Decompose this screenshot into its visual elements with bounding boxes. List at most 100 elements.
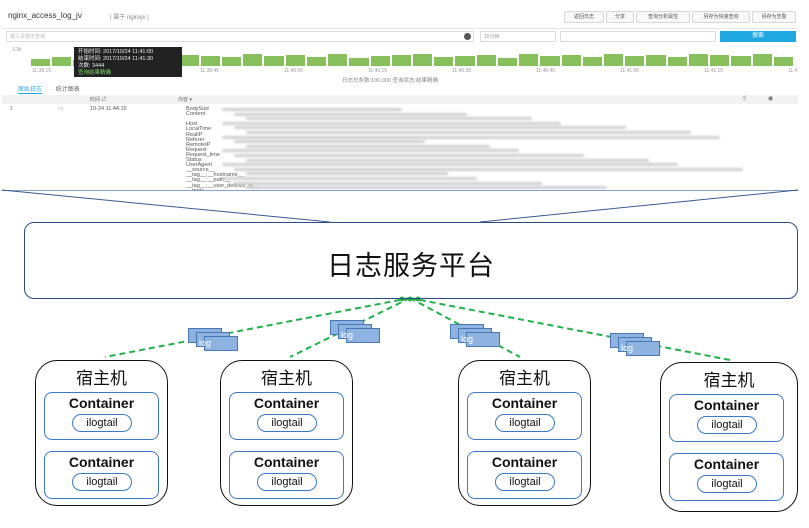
histogram-bar[interactable] <box>625 56 645 66</box>
histogram-tooltip: 开始时间: 2017/10/24 11:41:00 结束时间: 2017/10/… <box>74 47 182 77</box>
histogram-bar[interactable] <box>434 57 454 66</box>
log-packet-icon: log <box>188 328 238 354</box>
field-name: __source__ <box>186 167 215 174</box>
histogram-bar[interactable] <box>561 55 581 66</box>
histogram-bar[interactable] <box>667 57 687 66</box>
platform-title: 日志服务平台 <box>327 251 495 281</box>
ilogtail-agent: ilogtail <box>257 414 317 432</box>
histogram-bar[interactable] <box>222 57 242 66</box>
container-label: Container <box>253 454 320 470</box>
histogram-bar[interactable] <box>455 56 475 66</box>
histogram-bar[interactable] <box>731 56 751 66</box>
histogram-bar[interactable] <box>200 56 220 66</box>
tooltip-start: 开始时间: 2017/10/24 11:41:00 <box>78 49 154 55</box>
log-label: log <box>340 330 353 340</box>
container-label: Container <box>693 397 760 413</box>
search-input[interactable]: 输入关键字查询 <box>6 31 474 42</box>
redacted-value <box>234 154 584 157</box>
log-packet-icon: log <box>610 333 660 359</box>
container-label: Container <box>491 395 558 411</box>
host-title: 宿主机 <box>703 371 755 390</box>
histogram-bar[interactable] <box>285 55 305 66</box>
histogram-bar[interactable] <box>773 57 793 66</box>
redacted-value <box>246 158 649 162</box>
histogram-bar[interactable] <box>413 54 433 66</box>
log-label: log <box>620 343 633 353</box>
log-page <box>204 336 238 351</box>
x-tick-label: 11:40:00 <box>284 68 304 74</box>
histogram-bar[interactable] <box>52 57 72 66</box>
log-label: log <box>460 334 473 344</box>
save-query-button[interactable]: 另存为快速查询 <box>692 11 750 23</box>
histogram-bar[interactable] <box>710 55 730 66</box>
container-box: Container ilogtail <box>229 451 344 499</box>
col-content[interactable]: 内容 ▾ <box>178 97 192 103</box>
tab-raw-logs[interactable]: 原始日志 <box>18 87 43 94</box>
histogram-bar[interactable] <box>519 54 539 66</box>
ilogtail-agent: ilogtail <box>72 473 132 491</box>
x-tick-label: 11:40:15 <box>368 68 388 74</box>
histogram-bar[interactable] <box>264 56 284 66</box>
histogram-bar[interactable] <box>179 55 199 66</box>
ilogtail-agent: ilogtail <box>257 473 317 491</box>
field-name: Status <box>186 157 202 163</box>
histogram-bar[interactable] <box>752 54 772 66</box>
row-index: 1 <box>10 106 13 112</box>
col-time[interactable]: 时间 ⇵ <box>90 97 107 103</box>
time-range-select[interactable]: 15分钟 <box>480 31 556 42</box>
flow-node <box>407 296 413 302</box>
histogram-bar[interactable] <box>328 54 348 66</box>
histogram-bar[interactable] <box>497 58 518 66</box>
redacted-value <box>234 181 542 185</box>
query-attr-button[interactable]: 查询分析属性 <box>636 11 690 23</box>
log-service-platform: 日志服务平台 <box>24 222 798 299</box>
histogram-bar[interactable] <box>476 55 496 66</box>
histogram-bar[interactable] <box>306 57 327 66</box>
date-range-field[interactable] <box>560 31 716 42</box>
row-detail-icon[interactable]: ▭ <box>58 106 64 112</box>
histogram-bar[interactable] <box>243 54 263 66</box>
x-tick-label: 11:41:30 <box>788 68 798 74</box>
histogram-bar[interactable] <box>604 54 624 66</box>
redacted-value <box>246 172 448 176</box>
save-alert-button[interactable]: 另存为告警 <box>752 11 796 23</box>
tab-charts[interactable]: 统计图表 <box>55 87 80 93</box>
redacted-value <box>222 135 720 139</box>
zoom-line-left <box>1 189 331 223</box>
zoom-line-right <box>479 189 799 223</box>
field-name: Referer <box>186 136 205 143</box>
flow-node <box>415 296 421 302</box>
host-title: 宿主机 <box>499 369 550 388</box>
help-icon[interactable] <box>464 33 471 40</box>
ilogtail-agent: ilogtail <box>72 414 132 432</box>
redacted-value <box>222 121 561 125</box>
histogram-bar[interactable] <box>391 55 411 66</box>
x-tick-label: 11:40:45 <box>536 68 556 74</box>
histogram-bar[interactable] <box>31 59 51 66</box>
x-tick-label: 11:39:45 <box>200 68 220 74</box>
field-name: Request_time <box>186 151 220 158</box>
export-icon[interactable]: ⇪ <box>742 96 748 102</box>
histogram-bar[interactable] <box>688 54 709 66</box>
field-name: RealIP <box>186 131 203 138</box>
histogram-bar[interactable] <box>582 57 602 66</box>
histogram-bar[interactable] <box>370 56 390 66</box>
histogram-bar[interactable] <box>540 56 560 66</box>
x-tick-label: 11:40:30 <box>452 68 472 74</box>
share-button[interactable]: 分享 <box>606 11 634 23</box>
container-label: Container <box>68 454 135 470</box>
search-button[interactable]: 搜索 <box>720 31 796 42</box>
log-packet-icon: log <box>330 320 380 346</box>
back-button[interactable]: 返回日志 <box>564 11 604 23</box>
eye-icon[interactable]: ◉ <box>768 96 774 102</box>
histogram-bar[interactable] <box>349 58 369 66</box>
ilogtail-agent: ilogtail <box>697 475 757 493</box>
result-summary: 日志总条数:100,000 查询状态:结果精确 <box>342 78 438 84</box>
histogram-bar[interactable] <box>646 55 666 66</box>
redacted-value <box>246 144 490 148</box>
